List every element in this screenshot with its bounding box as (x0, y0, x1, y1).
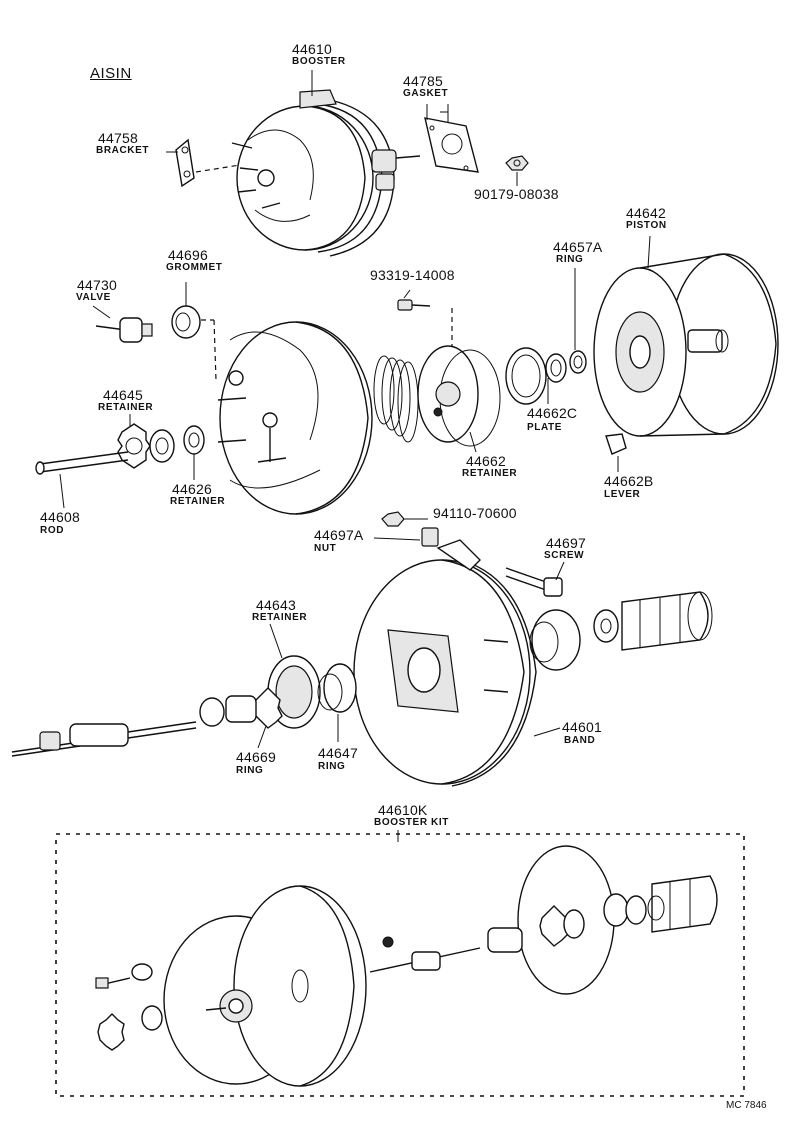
bolt-93319-drawing (397, 299, 431, 311)
part-number-94110: 94110-70600 (433, 505, 517, 521)
part-number: 44758 (98, 130, 138, 146)
part-name: VALVE (76, 292, 111, 303)
part-number: 44730 (77, 277, 117, 293)
rear-shell-drawing (217, 321, 373, 515)
piston-drawing (593, 253, 779, 437)
part-number: 44608 (40, 509, 80, 525)
booster-kit-box (55, 830, 745, 1097)
part-number-93319: 93319-14008 (370, 267, 455, 283)
part-name: NUT (314, 543, 337, 554)
booster-assembly-drawing (231, 89, 421, 257)
part-number: 44647 (318, 745, 358, 761)
brand-label: AISIN (90, 65, 132, 82)
pushrod-assembly-drawing (11, 695, 257, 757)
part-number: 44642 (626, 205, 666, 221)
part-name: RING (236, 765, 264, 776)
part-number: 44662 (466, 453, 506, 469)
part-name: BAND (564, 735, 596, 746)
screw-drawing (505, 567, 563, 597)
part-name: PLATE (527, 422, 563, 433)
part-number: 44645 (103, 387, 143, 403)
part-number: 44669 (236, 749, 276, 765)
part-number: 44697A (314, 527, 364, 543)
part-name: GASKET (403, 88, 449, 99)
part-number: 44643 (256, 597, 296, 613)
part-name: RETAINER (170, 496, 226, 507)
part-name: PISTON (626, 220, 667, 231)
front-shell-drawing (353, 539, 537, 787)
retainer-44643-drawing (267, 655, 321, 729)
part-number-90179: 90179-08038 (474, 186, 559, 202)
part-name: ROD (40, 525, 65, 536)
part-name: RETAINER (462, 468, 518, 479)
nut-94110-drawing (381, 511, 405, 527)
part-number: 44601 (562, 719, 602, 735)
part-number: 44626 (172, 481, 212, 497)
retainer-44626-drawing (149, 425, 205, 463)
part-name: RETAINER (98, 402, 154, 413)
nut-44697a-drawing (421, 527, 439, 547)
part-name: BOOSTER (292, 56, 346, 67)
part-name: GROMMET (166, 262, 223, 273)
booster-kit-contents-drawing (95, 845, 718, 1087)
valve-drawing (95, 317, 153, 343)
part-name: LEVER (604, 489, 641, 500)
grommet-drawing (171, 305, 217, 381)
lever-drawing (605, 433, 627, 455)
retainer-44645-drawing (117, 423, 151, 469)
spring-drawing (373, 355, 419, 443)
part-number: 44657A (553, 239, 603, 255)
leader-lines (59, 70, 651, 749)
part-name: BOOSTER KIT (374, 817, 449, 828)
part-number: 44662C (527, 405, 578, 421)
drawing-code: MC 7846 (726, 1100, 767, 1111)
part-number: 44610 (292, 41, 332, 57)
part-number: 44785 (403, 73, 443, 89)
nut-90179-drawing (505, 155, 529, 186)
retainer-44662-drawing (417, 308, 501, 447)
part-name: RING (318, 761, 346, 772)
part-number: 44662B (604, 473, 654, 489)
bracket-drawing (175, 138, 241, 188)
part-number: 44696 (168, 247, 208, 263)
rod-drawing (35, 451, 129, 475)
part-number: 44610K (378, 802, 428, 818)
part-number: 44697 (546, 535, 586, 551)
gasket-drawing (424, 104, 479, 173)
part-name: SCREW (544, 550, 585, 561)
part-name: BRACKET (96, 145, 150, 156)
part-name: RING (556, 254, 584, 265)
seal-cups-drawing (529, 591, 713, 671)
ring-44647-drawing (317, 663, 357, 713)
plate-and-ring-drawing (505, 347, 587, 405)
part-name: RETAINER (252, 612, 308, 623)
